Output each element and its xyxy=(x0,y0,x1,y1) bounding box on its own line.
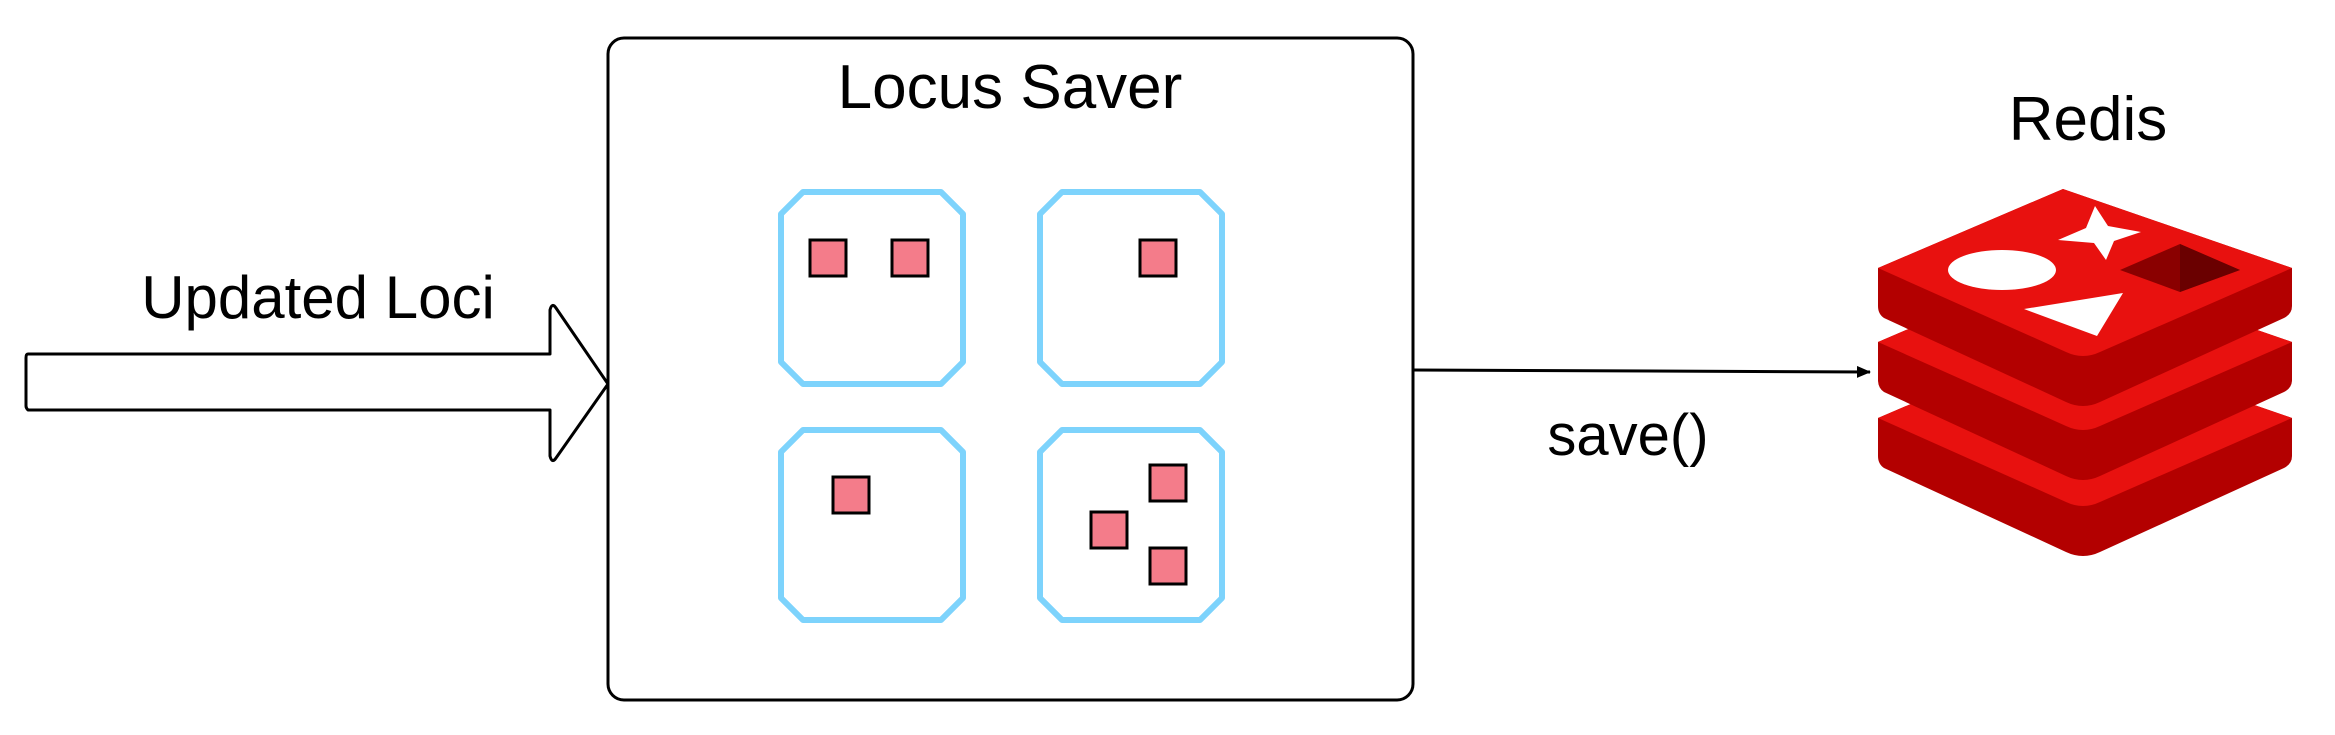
locus-item xyxy=(1089,510,1129,550)
locus-cell xyxy=(778,189,966,387)
updated-loci-label: Updated Loci xyxy=(141,264,495,331)
locus-cell xyxy=(778,427,966,623)
cell-frame xyxy=(1037,427,1225,623)
locus-item xyxy=(1148,463,1188,503)
save-call-label: save() xyxy=(1547,403,1708,468)
redis-datastore: Redis xyxy=(1878,85,2292,556)
locus-saver-title: Locus Saver xyxy=(838,53,1183,122)
save-arrow-line xyxy=(1412,365,1871,378)
cell-frame xyxy=(778,427,966,623)
locus-item xyxy=(1148,546,1188,586)
updated-loci-arrow: Updated Loci xyxy=(24,264,610,463)
locus-saver-box: Locus Saver xyxy=(606,36,1415,702)
locus-item xyxy=(1138,238,1178,278)
redis-label: Redis xyxy=(2009,85,2168,154)
save-connector: save() xyxy=(1412,365,1871,468)
locus-item xyxy=(831,475,871,515)
locus-item xyxy=(808,238,848,278)
block-arrow-shape xyxy=(24,303,610,463)
cell-frame xyxy=(778,189,966,387)
redis-logo-icon xyxy=(1878,189,2292,556)
cell-frame xyxy=(1037,189,1225,387)
locus-item xyxy=(890,238,930,278)
locus-saver-frame xyxy=(606,36,1415,702)
locus-cell xyxy=(1037,427,1225,623)
locus-cell xyxy=(1037,189,1225,387)
